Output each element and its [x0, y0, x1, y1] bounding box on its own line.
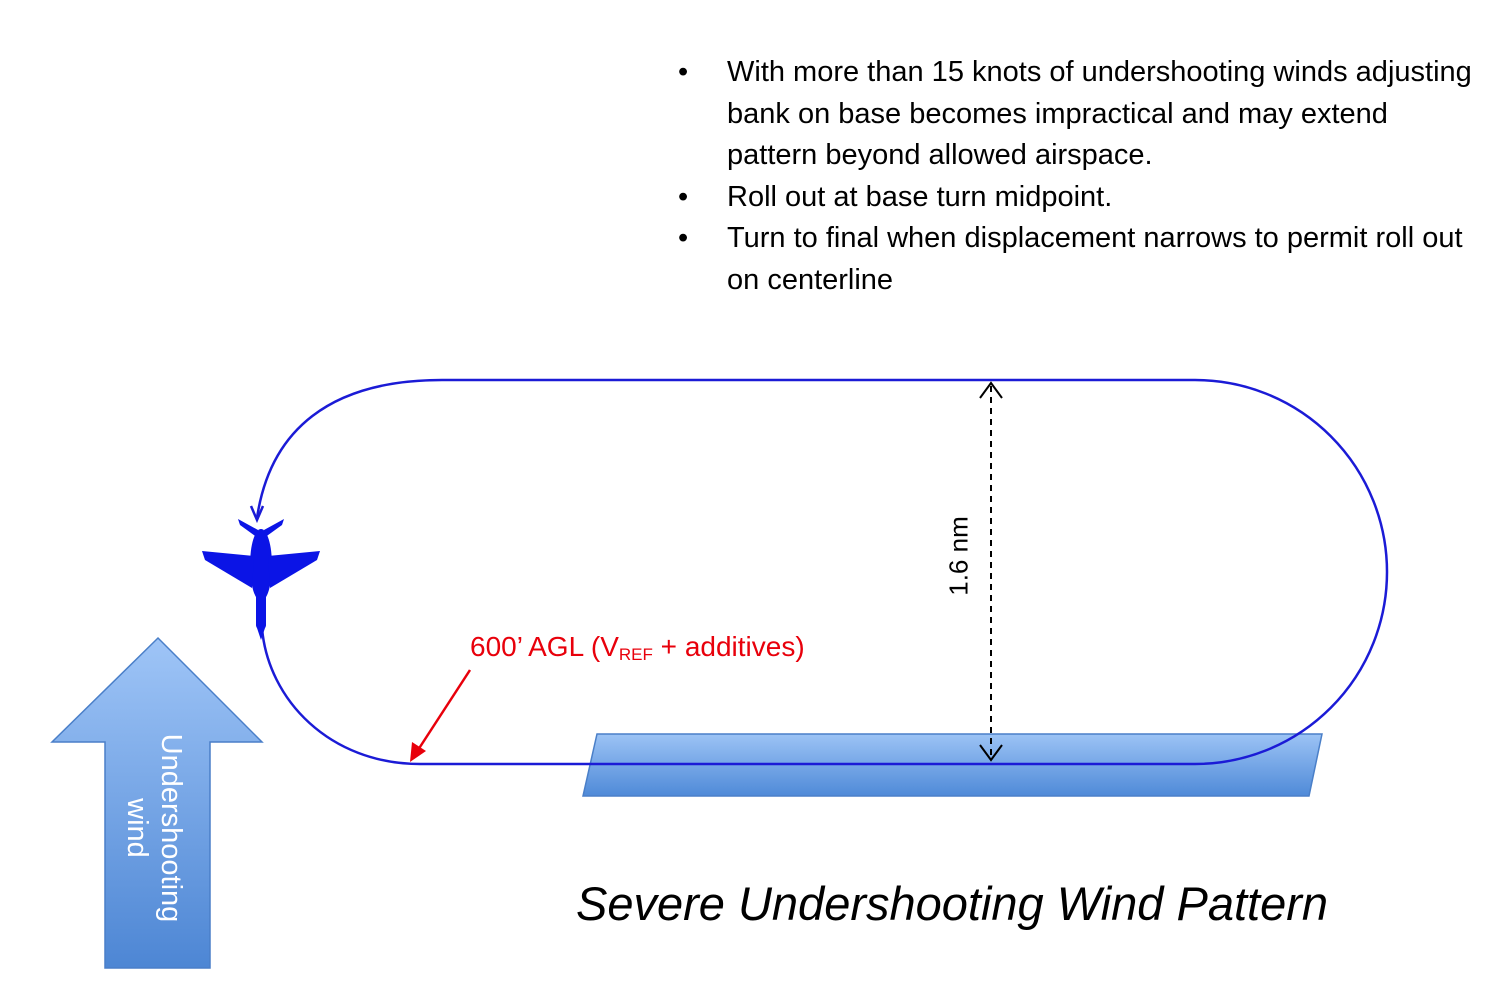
note-item: • Roll out at base turn midpoint. — [678, 177, 1478, 219]
altitude-prefix: 600’ AGL (V — [470, 631, 619, 662]
pattern-track — [255, 378, 1389, 766]
distance-dimension — [979, 381, 1003, 762]
jet-aircraft-icon — [202, 519, 320, 640]
distance-label: 1.6 nm — [943, 516, 974, 596]
wind-label-line2: wind — [121, 798, 153, 858]
note-text: Roll out at base turn midpoint. — [727, 180, 1113, 213]
diagram-title: Severe Undershooting Wind Pattern — [576, 877, 1328, 930]
wind-arrow-icon — [50, 636, 264, 969]
note-item: • Turn to final when displacement narrows… — [678, 218, 1478, 301]
bullet: • — [678, 180, 689, 213]
altitude-label: 600’ AGL (VREF + additives) — [470, 631, 805, 665]
altitude-subscript: REF — [618, 645, 653, 664]
wind-label: Undershooting wind — [120, 734, 188, 923]
note-text: Turn to final when displacement narrows … — [727, 222, 1463, 296]
altitude-pointer — [410, 669, 472, 762]
wind-label-line1: Undershooting — [155, 733, 187, 923]
track-arrowhead — [249, 505, 265, 524]
altitude-suffix: + additives) — [652, 631, 805, 662]
bullet: • — [678, 56, 689, 88]
note-text: With more than 15 knots of undershooting… — [727, 56, 1472, 171]
bullet: • — [678, 222, 689, 254]
note-item: • With more than 15 knots of undershootin… — [678, 52, 1478, 177]
notes-list: • With more than 15 knots of undershootin… — [678, 52, 1478, 301]
